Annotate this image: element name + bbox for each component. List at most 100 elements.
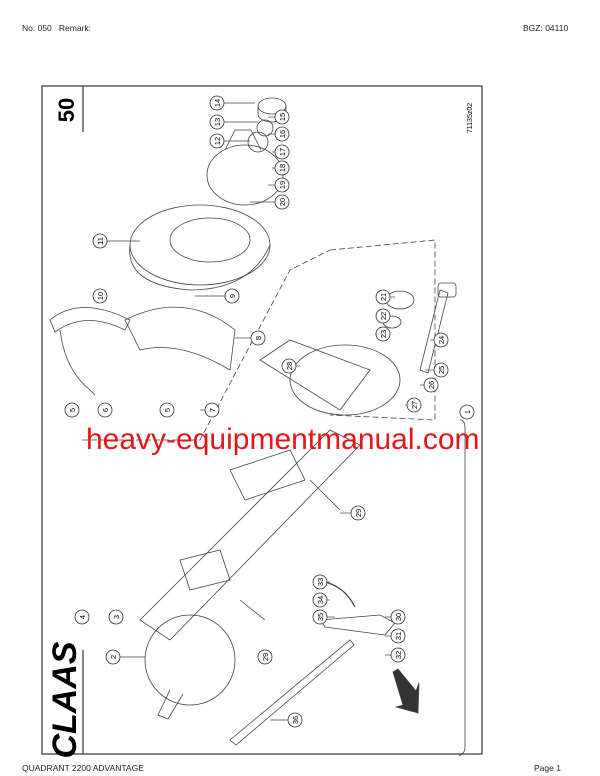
callout-14: 14 (209, 95, 255, 111)
callout-circle (64, 402, 80, 418)
callout-22: 22 (375, 308, 391, 324)
callout-33: 33 (312, 574, 330, 590)
callout-36: 36 (270, 712, 303, 728)
callout-circle (274, 194, 290, 210)
callout-circle (390, 628, 406, 644)
callout-number: 36 (291, 716, 300, 724)
direction-arrow-icon (392, 668, 420, 714)
callout-number: 1 (463, 410, 472, 414)
callout-circle (105, 649, 121, 665)
callout-group: 1413121516171819201191082122232425262728… (64, 95, 475, 728)
callout-circle (92, 288, 108, 304)
callout-11: 11 (92, 233, 140, 249)
callout-circle (459, 404, 475, 420)
callout-number: 7 (208, 408, 217, 412)
callout-number: 2 (109, 655, 118, 659)
callout-number: 15 (278, 113, 287, 121)
callout-number: 6 (101, 408, 110, 412)
callout-28: 28 (281, 358, 300, 374)
callout-number: 5 (163, 408, 172, 412)
callout-circle (209, 95, 225, 111)
drawing-linework (49, 97, 466, 757)
callout-15: 15 (268, 109, 290, 125)
callout-1: 1 (459, 404, 475, 420)
callout-circle (375, 308, 391, 324)
callout-number: 28 (285, 362, 294, 370)
footer-page: Page 1 (534, 763, 561, 773)
callout-number: 13 (213, 118, 222, 126)
callout-30: 30 (385, 609, 406, 625)
callout-circle (390, 647, 406, 663)
callout-circle (224, 288, 240, 304)
footer-model: QUADRANT 2200 ADVANTAGE (22, 763, 144, 773)
callout-17: 17 (272, 144, 290, 160)
callout-number: 9 (228, 294, 237, 298)
callout-27: 27 (405, 397, 422, 413)
callout-number: 10 (96, 292, 105, 300)
callout-5: 5 (64, 402, 80, 418)
callout-number: 5 (68, 408, 77, 412)
callout-circle (350, 505, 366, 521)
callout-20: 20 (250, 194, 290, 210)
callout-23: 23 (375, 326, 391, 342)
callout-7: 7 (200, 402, 220, 418)
claas-logo: CLAAS (46, 641, 84, 758)
callout-number: 20 (278, 198, 287, 206)
callout-circle (250, 330, 266, 346)
callout-circle (257, 649, 273, 665)
callout-circle (274, 126, 290, 142)
callout-8: 8 (235, 330, 266, 346)
callout-29: 29 (257, 649, 273, 665)
callout-circle (274, 144, 290, 160)
callout-19: 19 (268, 177, 290, 193)
drawing-id: 71135z02 (467, 103, 474, 133)
callout-number: 29 (261, 653, 270, 661)
group-number: 50 (54, 98, 79, 122)
sheet-number: No. 050 (22, 23, 52, 33)
callout-13: 13 (209, 114, 258, 130)
callout-number: 3 (112, 615, 121, 619)
callout-35: 35 (312, 609, 335, 625)
callout-circle (274, 177, 290, 193)
callout-9: 9 (195, 288, 240, 304)
callout-6: 6 (97, 402, 113, 418)
callout-number: 33 (316, 578, 325, 586)
header-number-remark: No. 050 Remark: (22, 23, 91, 33)
callout-34: 34 (312, 592, 330, 608)
callout-25: 25 (425, 362, 449, 378)
callout-number: 34 (316, 596, 325, 604)
callout-circle (274, 160, 290, 176)
callout-circle (287, 712, 303, 728)
callout-circle (375, 326, 391, 342)
callout-3: 3 (108, 609, 124, 625)
callout-number: 12 (213, 137, 222, 145)
diagram-frame (41, 85, 483, 755)
watermark: heavy-equipmentmanual.com (86, 423, 480, 456)
callout-number: 14 (213, 99, 222, 107)
callout-number: 4 (78, 615, 87, 619)
callout-24: 24 (430, 332, 449, 348)
callout-26: 26 (420, 377, 439, 393)
callout-number: 17 (278, 148, 287, 156)
callout-circle (92, 233, 108, 249)
callout-21: 21 (375, 289, 395, 305)
callout-32: 32 (385, 647, 406, 663)
callout-number: 25 (437, 366, 446, 374)
callout-number: 30 (394, 613, 403, 621)
callout-4: 4 (74, 609, 90, 625)
callout-circle (108, 609, 124, 625)
callout-5: 5 (159, 402, 175, 418)
callout-number: 18 (278, 164, 287, 172)
callout-number: 31 (394, 632, 403, 640)
callout-circle (423, 377, 439, 393)
callout-2: 2 (105, 649, 145, 665)
callout-number: 27 (410, 401, 419, 409)
callout-circle (312, 574, 328, 590)
callout-number: 23 (379, 330, 388, 338)
callout-circle (204, 402, 220, 418)
callout-circle (209, 114, 225, 130)
callout-circle (312, 609, 328, 625)
callout-circle (406, 397, 422, 413)
callout-circle (312, 592, 328, 608)
